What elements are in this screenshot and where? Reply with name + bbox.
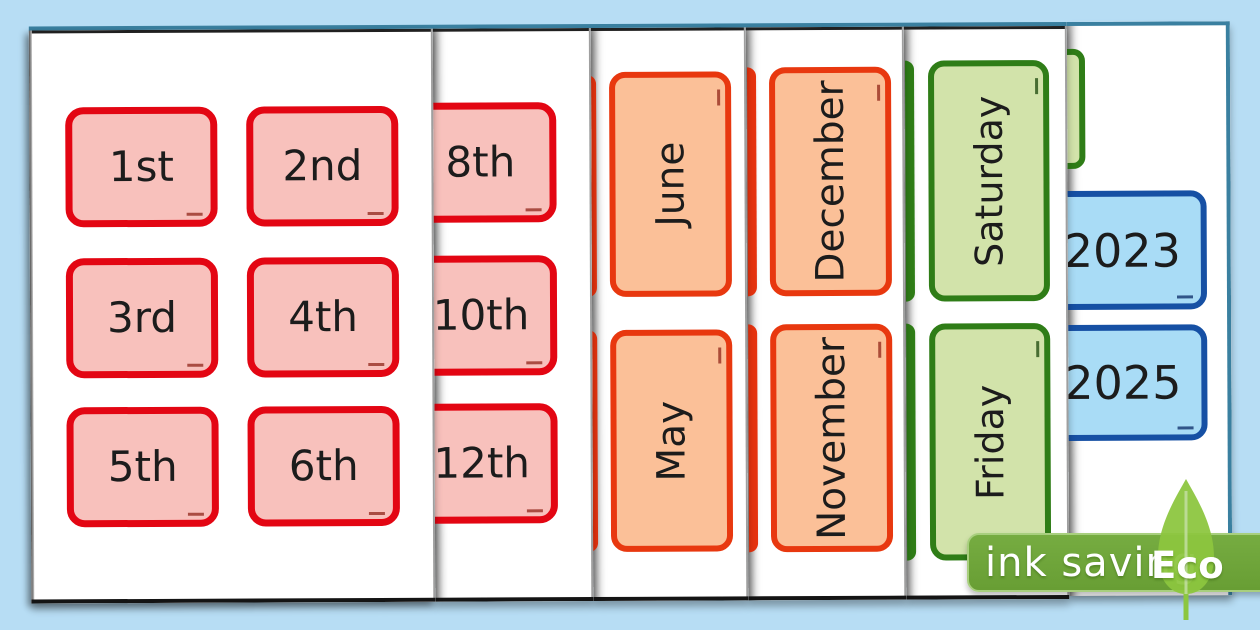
flashcard: November — [770, 323, 894, 553]
flashcard-label: 12th — [433, 438, 531, 488]
flashcard: Saturday — [927, 60, 1051, 302]
flashcard-label: December — [807, 80, 854, 283]
flashcard-label: May — [648, 400, 695, 482]
flashcard-label: 2nd — [282, 141, 363, 191]
flashcard: Friday — [929, 323, 1052, 561]
flashcard-label: 3rd — [106, 292, 178, 343]
flashcard-label: 6th — [288, 441, 359, 491]
flashcard-label: 8th — [445, 137, 516, 187]
flashcard-label: June — [647, 141, 694, 227]
eco-label: Eco — [1151, 544, 1224, 587]
flashcard: 5th — [66, 406, 219, 528]
page-left-edge — [28, 30, 35, 604]
page-ordinals-1: 1st 2nd 3rd 4th 5th 6th — [28, 28, 436, 604]
flashcard: December — [768, 66, 892, 297]
page-right-edge — [1225, 21, 1233, 596]
card-sliver — [748, 324, 759, 553]
flashcard: 1st — [65, 106, 218, 228]
flashcard-label: 2025 — [1066, 355, 1182, 410]
flashcard: May — [610, 329, 734, 552]
flashcard: June — [609, 71, 732, 297]
flashcard-label: Friday — [967, 384, 1013, 500]
flashcard: 2nd — [246, 105, 399, 227]
flashcard: 8th — [432, 102, 557, 223]
flashcard: 12th — [432, 403, 558, 524]
flashcard: 3rd — [65, 257, 219, 379]
flashcard: 2025 — [1066, 324, 1208, 442]
card-sliver — [1066, 48, 1086, 170]
flashcard: 6th — [247, 405, 400, 527]
page-months-2: December November — [745, 26, 907, 601]
flashcard: 2023 — [1066, 190, 1208, 311]
flashcard-label: 2023 — [1066, 222, 1181, 278]
flashcard-label: 10th — [432, 290, 530, 340]
card-sliver — [906, 323, 917, 561]
flashcard-label: November — [808, 336, 855, 540]
flashcard-label: 4th — [288, 292, 359, 342]
eco-leaf-icon — [1158, 479, 1214, 620]
flashcard-label: 1st — [108, 141, 175, 192]
page-days: Saturday Friday — [903, 25, 1070, 600]
flashcard: 10th — [432, 255, 558, 376]
card-sliver — [746, 67, 757, 297]
flashcard-label: 5th — [107, 441, 178, 492]
page-months-1: June May — [590, 27, 749, 602]
card-sliver — [904, 60, 916, 302]
page-ordinals-2: 8th 10th 12th — [432, 28, 594, 602]
flashcard: 4th — [246, 256, 400, 378]
flashcard-label: Saturday — [966, 95, 1012, 267]
